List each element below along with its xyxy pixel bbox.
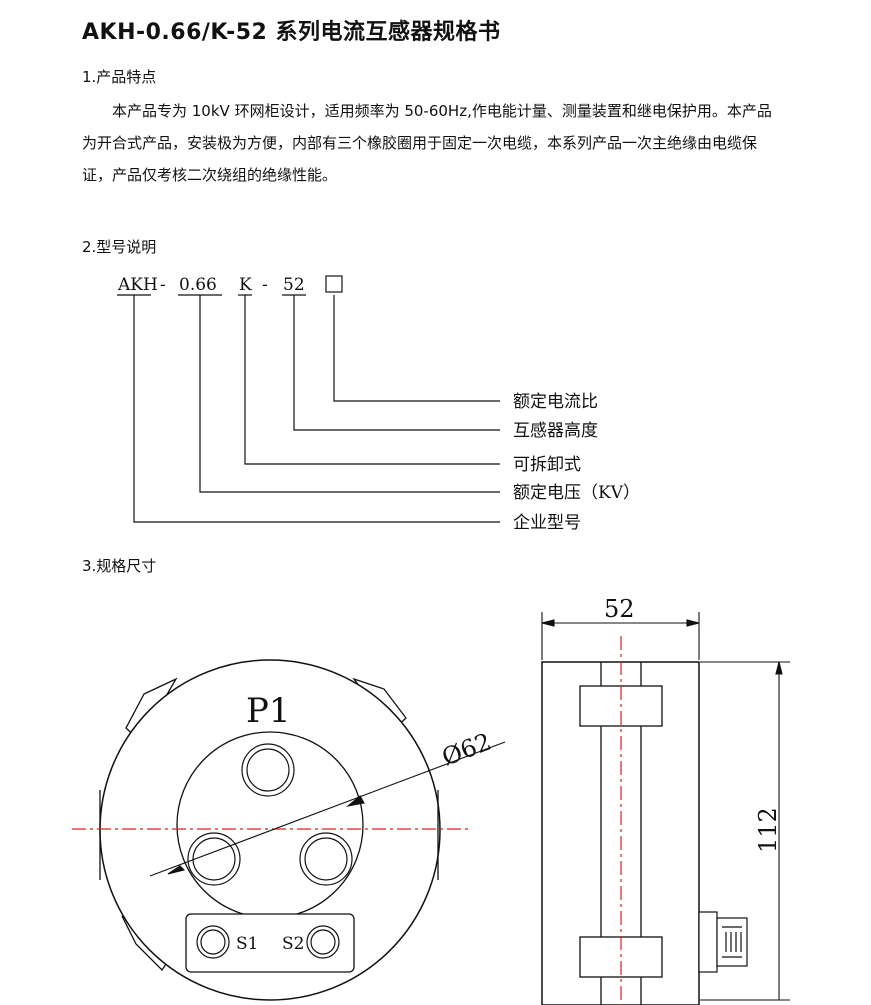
terminal-plate — [185, 913, 355, 973]
model-leader-lines — [133, 295, 500, 523]
model-part-ratio-box — [325, 275, 343, 293]
label-rated-voltage: 额定电压（KV） — [513, 483, 640, 503]
model-part-company: AKH — [117, 275, 158, 295]
height-dimension — [700, 661, 790, 1001]
label-company-model: 企业型号 — [513, 513, 581, 533]
page-title: AKH-0.66/K-52 系列电流互感器规格书 — [82, 20, 501, 45]
secondary-terminals — [196, 925, 340, 959]
diameter-dimension — [149, 741, 506, 877]
label-transformer-height: 互感器高度 — [513, 421, 598, 441]
model-part-height: 52 — [283, 275, 305, 295]
terminal-s1-label: S1 — [236, 934, 258, 954]
model-dash-2: - — [262, 275, 268, 295]
width-label: 52 — [604, 595, 635, 623]
terminal-s2-label: S2 — [282, 934, 304, 954]
side-terminal-block — [698, 911, 748, 973]
model-dash-1: - — [160, 275, 166, 295]
label-detachable: 可拆卸式 — [513, 455, 581, 475]
section-2-heading: 2.型号说明 — [82, 238, 157, 256]
height-label: 112 — [754, 807, 782, 853]
rubber-rings — [187, 743, 353, 886]
width-dimension — [541, 612, 700, 660]
section-1-paragraph: 本产品专为 10kV 环网柜设计，适用频率为 50-60Hz,作电能计量、测量装… — [82, 102, 772, 184]
model-part-detachable: K — [239, 275, 252, 295]
terminal-p1-label: P1 — [246, 691, 291, 731]
section-3-heading: 3.规格尺寸 — [82, 557, 157, 575]
model-part-voltage: 0.66 — [179, 275, 217, 295]
label-rated-current-ratio: 额定电流比 — [513, 392, 598, 412]
section-1-heading: 1.产品特点 — [82, 68, 157, 86]
